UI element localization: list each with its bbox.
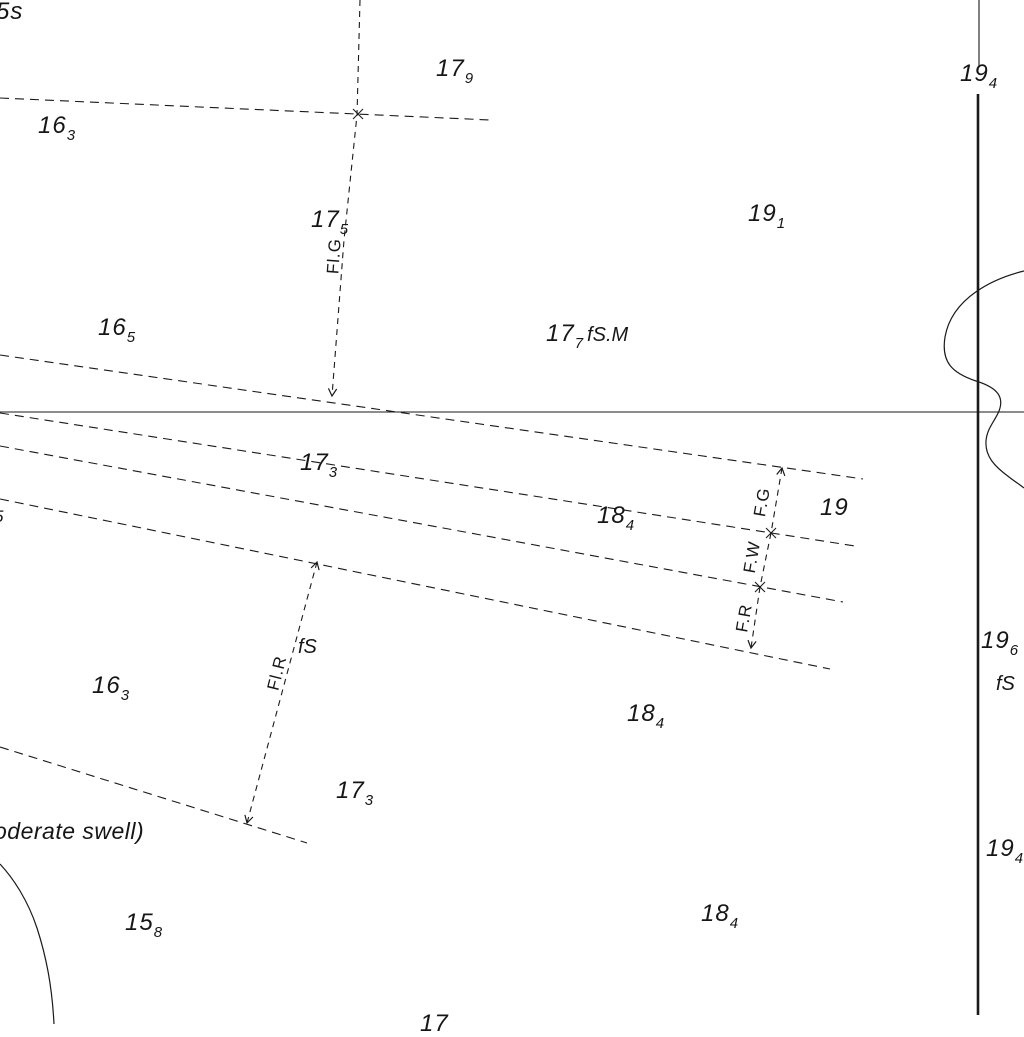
label-text: 7 [574,335,584,352]
sector-line-fg-fw [0,412,856,547]
label-text: 4 [729,915,739,932]
flr-sector-span-line [244,560,320,825]
label-text: fS [996,673,1015,695]
label-text: 3 [66,127,76,144]
depth-sounding: 175 [311,206,349,238]
label-text: 3 [364,792,374,809]
label-text: 17 [311,206,340,233]
label-text: 17 [336,777,365,804]
depth-sounding: 158 [125,909,163,941]
sector-line-north [0,97,491,121]
light-sector-label: F.R [732,602,756,633]
depth-sounding: 184 [597,502,635,534]
light-sector-label: F.G [750,486,774,518]
label-text: 19 [981,627,1010,654]
depth-sounding: 184 [701,900,739,932]
label-text: 17 [300,449,329,476]
depth-sounding: 173 [336,777,374,809]
label-text: 16 [38,112,67,139]
label-text: 1 [776,215,786,232]
light-sector-label: Fl.G [323,237,345,275]
label-text: 4 [1014,850,1024,867]
label-text: 17 [546,320,575,347]
label-text: 5 [0,507,4,526]
label-text: 9 [464,70,474,87]
label-text: 3 [328,464,338,481]
depth-sounding: 19 [820,496,849,525]
depth-sounding: 179 [436,55,474,87]
edge-annotation: 5s [0,0,23,24]
label-text: Fl.G [323,237,345,275]
sector-line-fw-fr [0,445,844,603]
label-text: 19 [986,835,1015,862]
label-text: 4 [655,715,665,732]
depth-sounding: 163 [38,112,76,144]
label-text: 5 [126,329,136,346]
label-text: 15 [125,909,154,936]
coastline-right [943,270,1024,489]
label-text: 8 [153,924,163,941]
label-text: fS [298,636,317,658]
intersection-x-marks [352,108,777,593]
depth-sounding: 165 [98,314,136,346]
label-text: 4 [625,517,635,534]
label-text: 6 [1009,642,1019,659]
x-mark-fg-fw [765,527,777,539]
label-text: 19 [960,60,989,87]
label-text: 19 [820,494,849,521]
edge-annotation: 5 [0,508,4,525]
depth-sounding: 194 [986,835,1024,867]
depth-sounding: 184 [627,700,665,732]
label-text: oderate swell) [0,818,145,844]
edge-annotation: oderate swell) [0,820,144,843]
coastline-bottom-left [0,863,55,1024]
label-text: 17 [436,55,465,82]
label-text: 5s [0,0,24,25]
label-text: 5 [339,221,349,238]
depth-sounding: 163 [92,672,130,704]
label-text: 16 [92,672,121,699]
x-mark-fw-fr [754,581,766,593]
seabed-label: fS [996,674,1015,694]
label-text: 16 [98,314,127,341]
label-text: 4 [988,75,998,92]
label-text: 18 [627,700,656,727]
flg-sector-leader-line [327,0,361,398]
sector-line-fg-top [0,354,864,480]
fgwr-sector-span-line [747,466,786,650]
edge-annotation: 17 [420,1012,449,1036]
depth-sounding: 191 [748,200,786,232]
sector-line-fr-bottom [0,498,831,670]
seabed-label: fS [298,637,317,657]
depth-sounding: 173 [300,449,338,481]
label-text: fS.M [587,324,629,346]
label-text: 19 [748,200,777,227]
depth-sounding: 196 [981,627,1019,659]
depth-sounding: 194 [960,60,998,92]
label-text: 18 [597,502,626,529]
label-text: 3 [120,687,130,704]
sector-line-flr-bottom [0,746,308,844]
label-text: 18 [701,900,730,927]
x-mark-light-position [352,108,364,120]
